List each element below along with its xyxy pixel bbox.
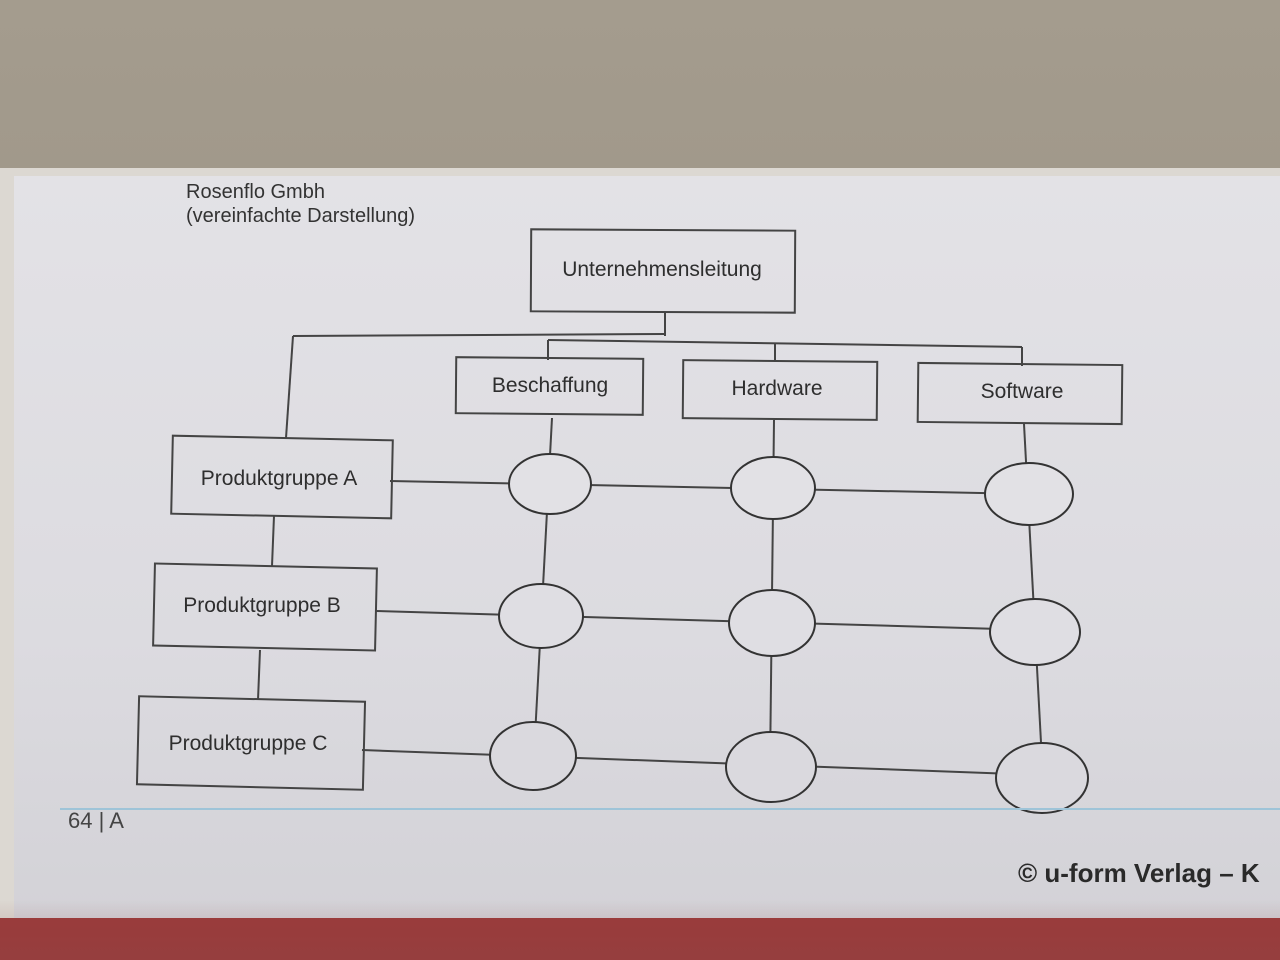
box-produktgruppe-a (170, 434, 394, 520)
node-b-software (989, 598, 1081, 666)
node-c-beschaffung (489, 721, 577, 791)
label-software: Software (981, 380, 1064, 403)
link-pg-b-c (257, 649, 261, 701)
label-produktgruppe-a: Produktgruppe A (201, 467, 357, 490)
node-a-beschaffung (508, 453, 592, 515)
publisher-copyright: © u-form Verlag – K (1018, 858, 1260, 888)
node-c-hardware (725, 731, 817, 803)
caption-subtitle: (vereinfachte Darstellung) (186, 205, 415, 227)
red-cloth-strip (0, 918, 1280, 960)
connector-top-bar-left (292, 333, 666, 337)
diagram-caption: Rosenflo Gmbh (vereinfachte Darstellung) (186, 180, 415, 228)
link-pg-a-b (271, 515, 275, 567)
row-produktgruppe-a (389, 480, 1029, 495)
row-produktgruppe-b (375, 610, 1037, 631)
node-a-hardware (730, 456, 816, 520)
node-a-software (984, 462, 1074, 526)
box-beschaffung (454, 356, 645, 416)
label-produktgruppe-b: Produktgruppe B (183, 594, 341, 617)
box-produktgruppe-c (135, 695, 367, 791)
box-software (916, 361, 1124, 426)
book-page (14, 176, 1280, 946)
company-name: Rosenflo Gmbh (186, 181, 325, 203)
node-b-beschaffung (498, 583, 584, 649)
box-produktgruppe-b (152, 562, 378, 652)
label-unternehmensleitung: Unternehmensleitung (562, 258, 762, 281)
box-unternehmensleitung (529, 228, 797, 314)
label-beschaffung: Beschaffung (492, 374, 608, 397)
node-b-hardware (728, 589, 816, 657)
box-hardware (681, 359, 879, 421)
row-produktgruppe-c (361, 749, 1043, 776)
page-shadow (0, 900, 1280, 960)
connector-top-bar-right (547, 339, 1023, 348)
node-c-software (995, 742, 1089, 814)
label-produktgruppe-c: Produktgruppe C (169, 732, 328, 755)
page-number: 64 | A (68, 808, 124, 833)
label-hardware: Hardware (731, 377, 822, 400)
footer-rule (60, 808, 1280, 810)
connector-to-produktgruppe-a (285, 335, 294, 439)
